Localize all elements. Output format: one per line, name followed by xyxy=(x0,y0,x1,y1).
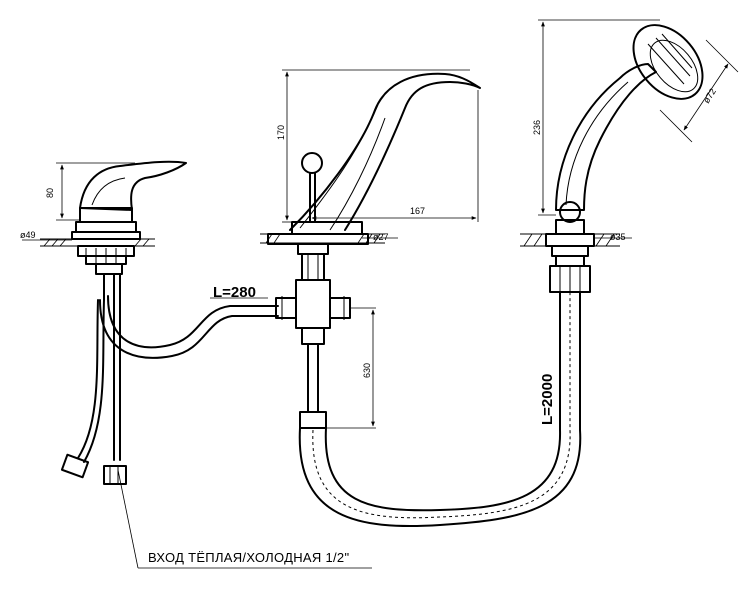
dim-shower-diameter: ø35 xyxy=(610,232,626,242)
mixer-handle xyxy=(79,160,187,211)
diverter-knob xyxy=(301,152,323,174)
shower-unit xyxy=(520,24,704,293)
shower-handle xyxy=(555,63,657,211)
dim-mixer-height: 80 xyxy=(45,188,55,198)
inlet-caption: ВХОД ТЁПЛАЯ/ХОЛОДНАЯ 1/2" xyxy=(117,469,372,569)
shower-hose: L=2000 xyxy=(298,291,582,528)
connection-hose: L=280 xyxy=(99,284,279,359)
dim-mixer-diameter: ø49 xyxy=(20,230,36,240)
inlet-fitting-left xyxy=(60,453,90,479)
mixer-unit xyxy=(40,160,187,485)
spout-dimensions: 170 167 ø27 630 xyxy=(276,69,479,429)
hose-length-280: L=280 xyxy=(213,284,256,301)
countertop-right xyxy=(520,233,620,247)
dim-spout-height: 170 xyxy=(276,125,286,140)
mixer-dimensions: 80 ø49 xyxy=(20,162,135,241)
dim-diverter-drop: 630 xyxy=(362,363,372,378)
hose-length-2000: L=2000 xyxy=(539,374,556,425)
spout-body xyxy=(289,72,481,231)
countertop-middle xyxy=(260,233,385,244)
dim-shower-height: 236 xyxy=(532,120,542,135)
inlet-fitting-right xyxy=(103,465,127,485)
dim-shower-head-diameter: ø72 xyxy=(701,87,718,105)
dim-spout-reach: 167 xyxy=(410,206,425,216)
inlet-caption-text: ВХОД ТЁПЛАЯ/ХОЛОДНАЯ 1/2" xyxy=(148,550,349,565)
dim-spout-diameter: ø27 xyxy=(373,232,389,242)
shower-dimensions: 236 ø72 ø35 xyxy=(532,19,739,242)
diverter-block xyxy=(295,279,331,329)
